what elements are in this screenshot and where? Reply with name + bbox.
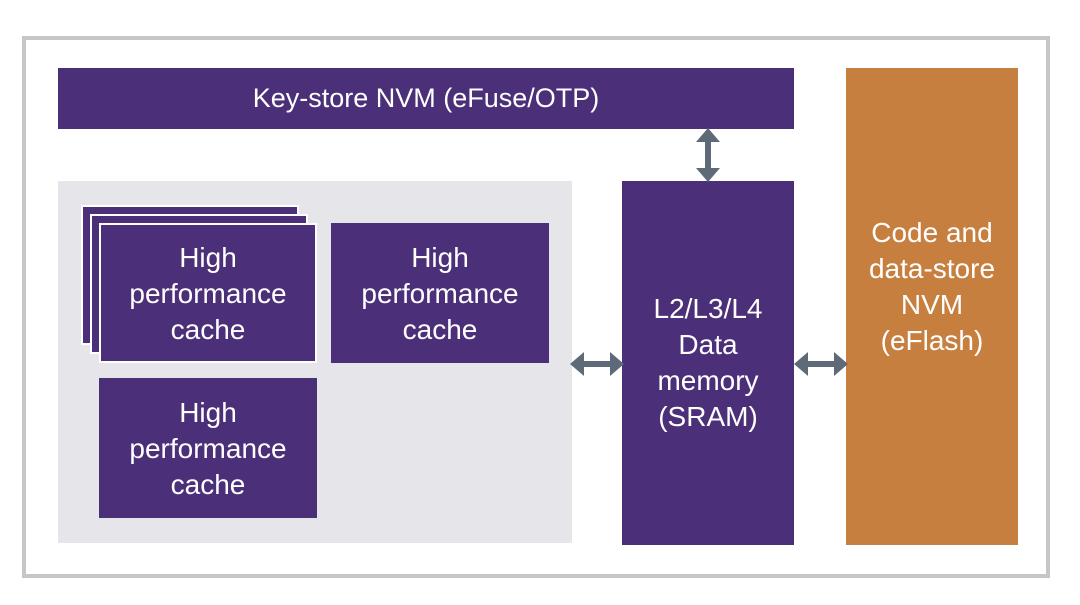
keystore-nvm-label: Key-store NVM (eFuse/OTP) (252, 83, 600, 113)
code-store-line-4: (eFlash) (880, 324, 984, 356)
cache-block-1: High performance cache (99, 223, 317, 363)
cache-2-line-3: cache (402, 314, 478, 345)
cache-block-3: High performance cache (99, 378, 317, 518)
caches-memory-arrow-icon (570, 352, 624, 376)
cache-2-line-1: High (411, 242, 469, 273)
data-memory-line-3: memory (657, 365, 759, 396)
code-store-line-2: data-store (868, 252, 996, 284)
keystore-nvm-block: Key-store NVM (eFuse/OTP) (58, 68, 794, 129)
memory-eflash-arrow-icon (794, 352, 848, 376)
cache-2-line-2: performance (361, 278, 519, 309)
code-data-store-eflash-block: Code and data-store NVM (eFlash) (846, 68, 1018, 545)
cache-3-line-2: performance (129, 433, 287, 464)
cache-1-line-1: High (179, 242, 237, 273)
cache-3-line-1: High (179, 397, 237, 428)
code-store-line-3: NVM (900, 288, 964, 320)
data-memory-line-4: (SRAM) (658, 401, 758, 432)
cache-1-line-2: performance (129, 278, 287, 309)
data-memory-sram-block: L2/L3/L4 Data memory (SRAM) (622, 181, 794, 545)
cache-3-line-3: cache (170, 469, 246, 500)
code-store-line-1: Code and (871, 216, 993, 248)
data-memory-line-2: Data (678, 329, 738, 360)
keystore-memory-arrow-icon (696, 128, 720, 182)
cache-block-2: High performance cache (331, 223, 549, 363)
data-memory-line-1: L2/L3/L4 (653, 293, 763, 324)
cache-1-line-3: cache (170, 314, 246, 345)
